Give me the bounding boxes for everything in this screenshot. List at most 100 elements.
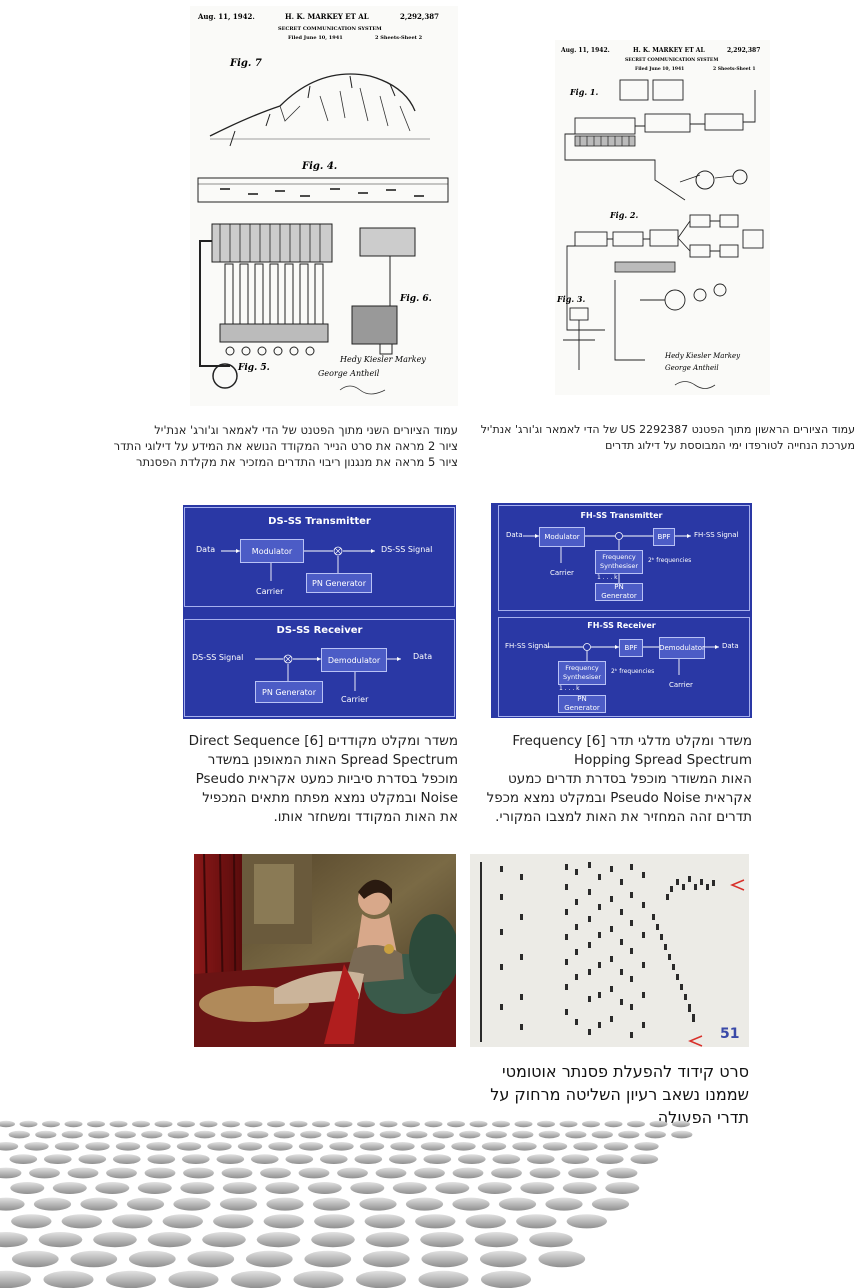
pattern-dot (337, 1167, 368, 1179)
pattern-dot (44, 1154, 72, 1164)
pattern-dot (250, 1154, 279, 1164)
pattern-dot (311, 1232, 355, 1248)
pattern-dot (35, 1130, 57, 1139)
pattern-dot (11, 1214, 52, 1229)
fh-ss-transmitter-title: FH-SS Transmitter (580, 511, 663, 520)
pattern-dot (144, 1167, 176, 1179)
inventor-signature-2: George Antheil (318, 369, 380, 378)
ds-ss-diagram: DS-SS Transmitter Data Modulator DS-SS S… (183, 505, 456, 719)
pattern-dot (194, 1130, 216, 1139)
pattern-dot (606, 1167, 638, 1179)
fh-ss-receiver-title: FH-SS Receiver (587, 621, 656, 630)
pattern-dot (477, 1182, 512, 1194)
fh-rx-pn-generator-block: PN Generator (558, 695, 606, 713)
caption-line: עמוד הציורים הראשון מתוך הפטנט US 229238… (480, 423, 855, 436)
inventor-signature: Hedy Kiesler Markey (664, 352, 741, 360)
caption-line: Hopping Spread Spectrum (574, 752, 752, 768)
patent-drawing-sheet-1: Aug. 11, 1942. H. K. MARKEY ET AL 2,292,… (555, 40, 770, 395)
pattern-dot (106, 1167, 137, 1179)
pattern-dot (320, 1154, 348, 1164)
pattern-dot (542, 1142, 568, 1151)
pattern-dot (424, 1120, 443, 1128)
pattern-dot (61, 1214, 102, 1229)
pattern-dot (435, 1182, 470, 1194)
pattern-dot (183, 1167, 214, 1179)
pattern-dot (634, 1142, 659, 1151)
patent-date: Aug. 11, 1942. (197, 12, 255, 21)
pattern-dot (8, 1130, 30, 1139)
caption-line: Spread Spectrum האות המאופנן במשדר (207, 752, 458, 768)
caption-ds-ss: משדר ומקלט מקודדים [6] Direct Sequence S… (150, 732, 458, 827)
fh-bpf-block: BPF (653, 528, 675, 546)
patent-filed: Filed June 10, 1941 (635, 66, 684, 72)
pattern-dot (180, 1182, 215, 1194)
fh-rx-data-label: Data (722, 642, 739, 650)
pattern-dot (514, 1120, 533, 1128)
fh-demodulator-block: Demodulator (659, 637, 705, 659)
pattern-dot (527, 1154, 555, 1164)
pattern-dot (529, 1167, 561, 1179)
ds-rx-carrier-label: Carrier (341, 695, 369, 704)
ds-ss-transmitter-title: DS-SS Transmitter (268, 516, 371, 527)
patent-drawing-sheet-2: Aug. 11, 1942. H. K. MARKEY ET AL 2,292,… (190, 6, 458, 406)
pattern-dot (42, 1120, 60, 1128)
pattern-dot (573, 1142, 598, 1151)
caption-line: האות המשודר מוכפל בסדרת תדרים כמעט (508, 771, 752, 787)
caption-line: משדר ומקלט מדלגי תדר [6] Frequency (512, 733, 752, 749)
pattern-dot (265, 1182, 300, 1194)
pattern-dot (213, 1214, 254, 1229)
pattern-dot (432, 1130, 454, 1139)
ds-ss-receiver-title: DS-SS Receiver (276, 625, 363, 636)
pattern-dot (353, 1130, 375, 1139)
pattern-dot (61, 1130, 83, 1139)
pattern-dot (498, 1197, 537, 1211)
pattern-dot (154, 1120, 173, 1128)
pattern-dot (605, 1182, 640, 1194)
ds-rx-data-label: Data (413, 652, 433, 661)
caption-line: אקראית Pseudo Noise ובמקלט נמצא מכפל (486, 790, 752, 806)
pattern-dot (402, 1120, 420, 1128)
pattern-dot (415, 1214, 456, 1229)
pattern-dot (314, 1214, 355, 1229)
fig6-label: Fig. 6. (399, 294, 432, 304)
patent-sheets: 2 Sheets-Sheet 1 (713, 66, 755, 72)
ds-pn-generator-block: PN Generator (306, 573, 372, 593)
decorative-dot-pattern (0, 1120, 693, 1288)
pattern-dot (9, 1154, 38, 1164)
fig5-label: Fig. 5. (237, 363, 270, 373)
pattern-dot (137, 1182, 172, 1194)
pattern-dot (538, 1250, 586, 1268)
pattern-dot (24, 1142, 49, 1151)
pattern-dot (350, 1182, 385, 1194)
pattern-dot (113, 1154, 141, 1164)
pattern-dot (132, 1120, 150, 1128)
pattern-dot (326, 1130, 348, 1139)
pattern-dot (603, 1142, 629, 1151)
fh-rx-bpf-block: BPF (619, 639, 643, 657)
ds-ss-receiver-panel (184, 619, 455, 717)
pattern-dot (421, 1250, 469, 1268)
pattern-dot (244, 1120, 263, 1128)
pattern-dot (267, 1120, 285, 1128)
pattern-dot (11, 1250, 59, 1268)
pattern-dot (452, 1197, 490, 1211)
pattern-dot (177, 1120, 195, 1128)
pattern-dot (273, 1130, 295, 1139)
pattern-dot (365, 1232, 410, 1248)
pattern-dot (312, 1197, 351, 1211)
fh-ss-receiver-panel (498, 617, 750, 717)
pattern-dot (447, 1120, 465, 1128)
pattern-dot (93, 1232, 137, 1248)
caption-fh-ss: משדר ומקלט מדלגי תדר [6] Frequency Hoppi… (470, 732, 752, 827)
pattern-dot (356, 1270, 406, 1288)
pattern-dot (268, 1142, 293, 1151)
pattern-dot (379, 1120, 398, 1128)
pattern-dot (458, 1154, 486, 1164)
patent-sheet-1-drawing: Aug. 11, 1942. H. K. MARKEY ET AL 2,292,… (556, 47, 764, 389)
pattern-dot (10, 1182, 45, 1194)
pattern-dot (0, 1232, 28, 1248)
pattern-dot (420, 1142, 446, 1151)
pattern-dot (85, 1142, 110, 1151)
pattern-dot (529, 1232, 573, 1248)
pattern-dot (392, 1182, 427, 1194)
